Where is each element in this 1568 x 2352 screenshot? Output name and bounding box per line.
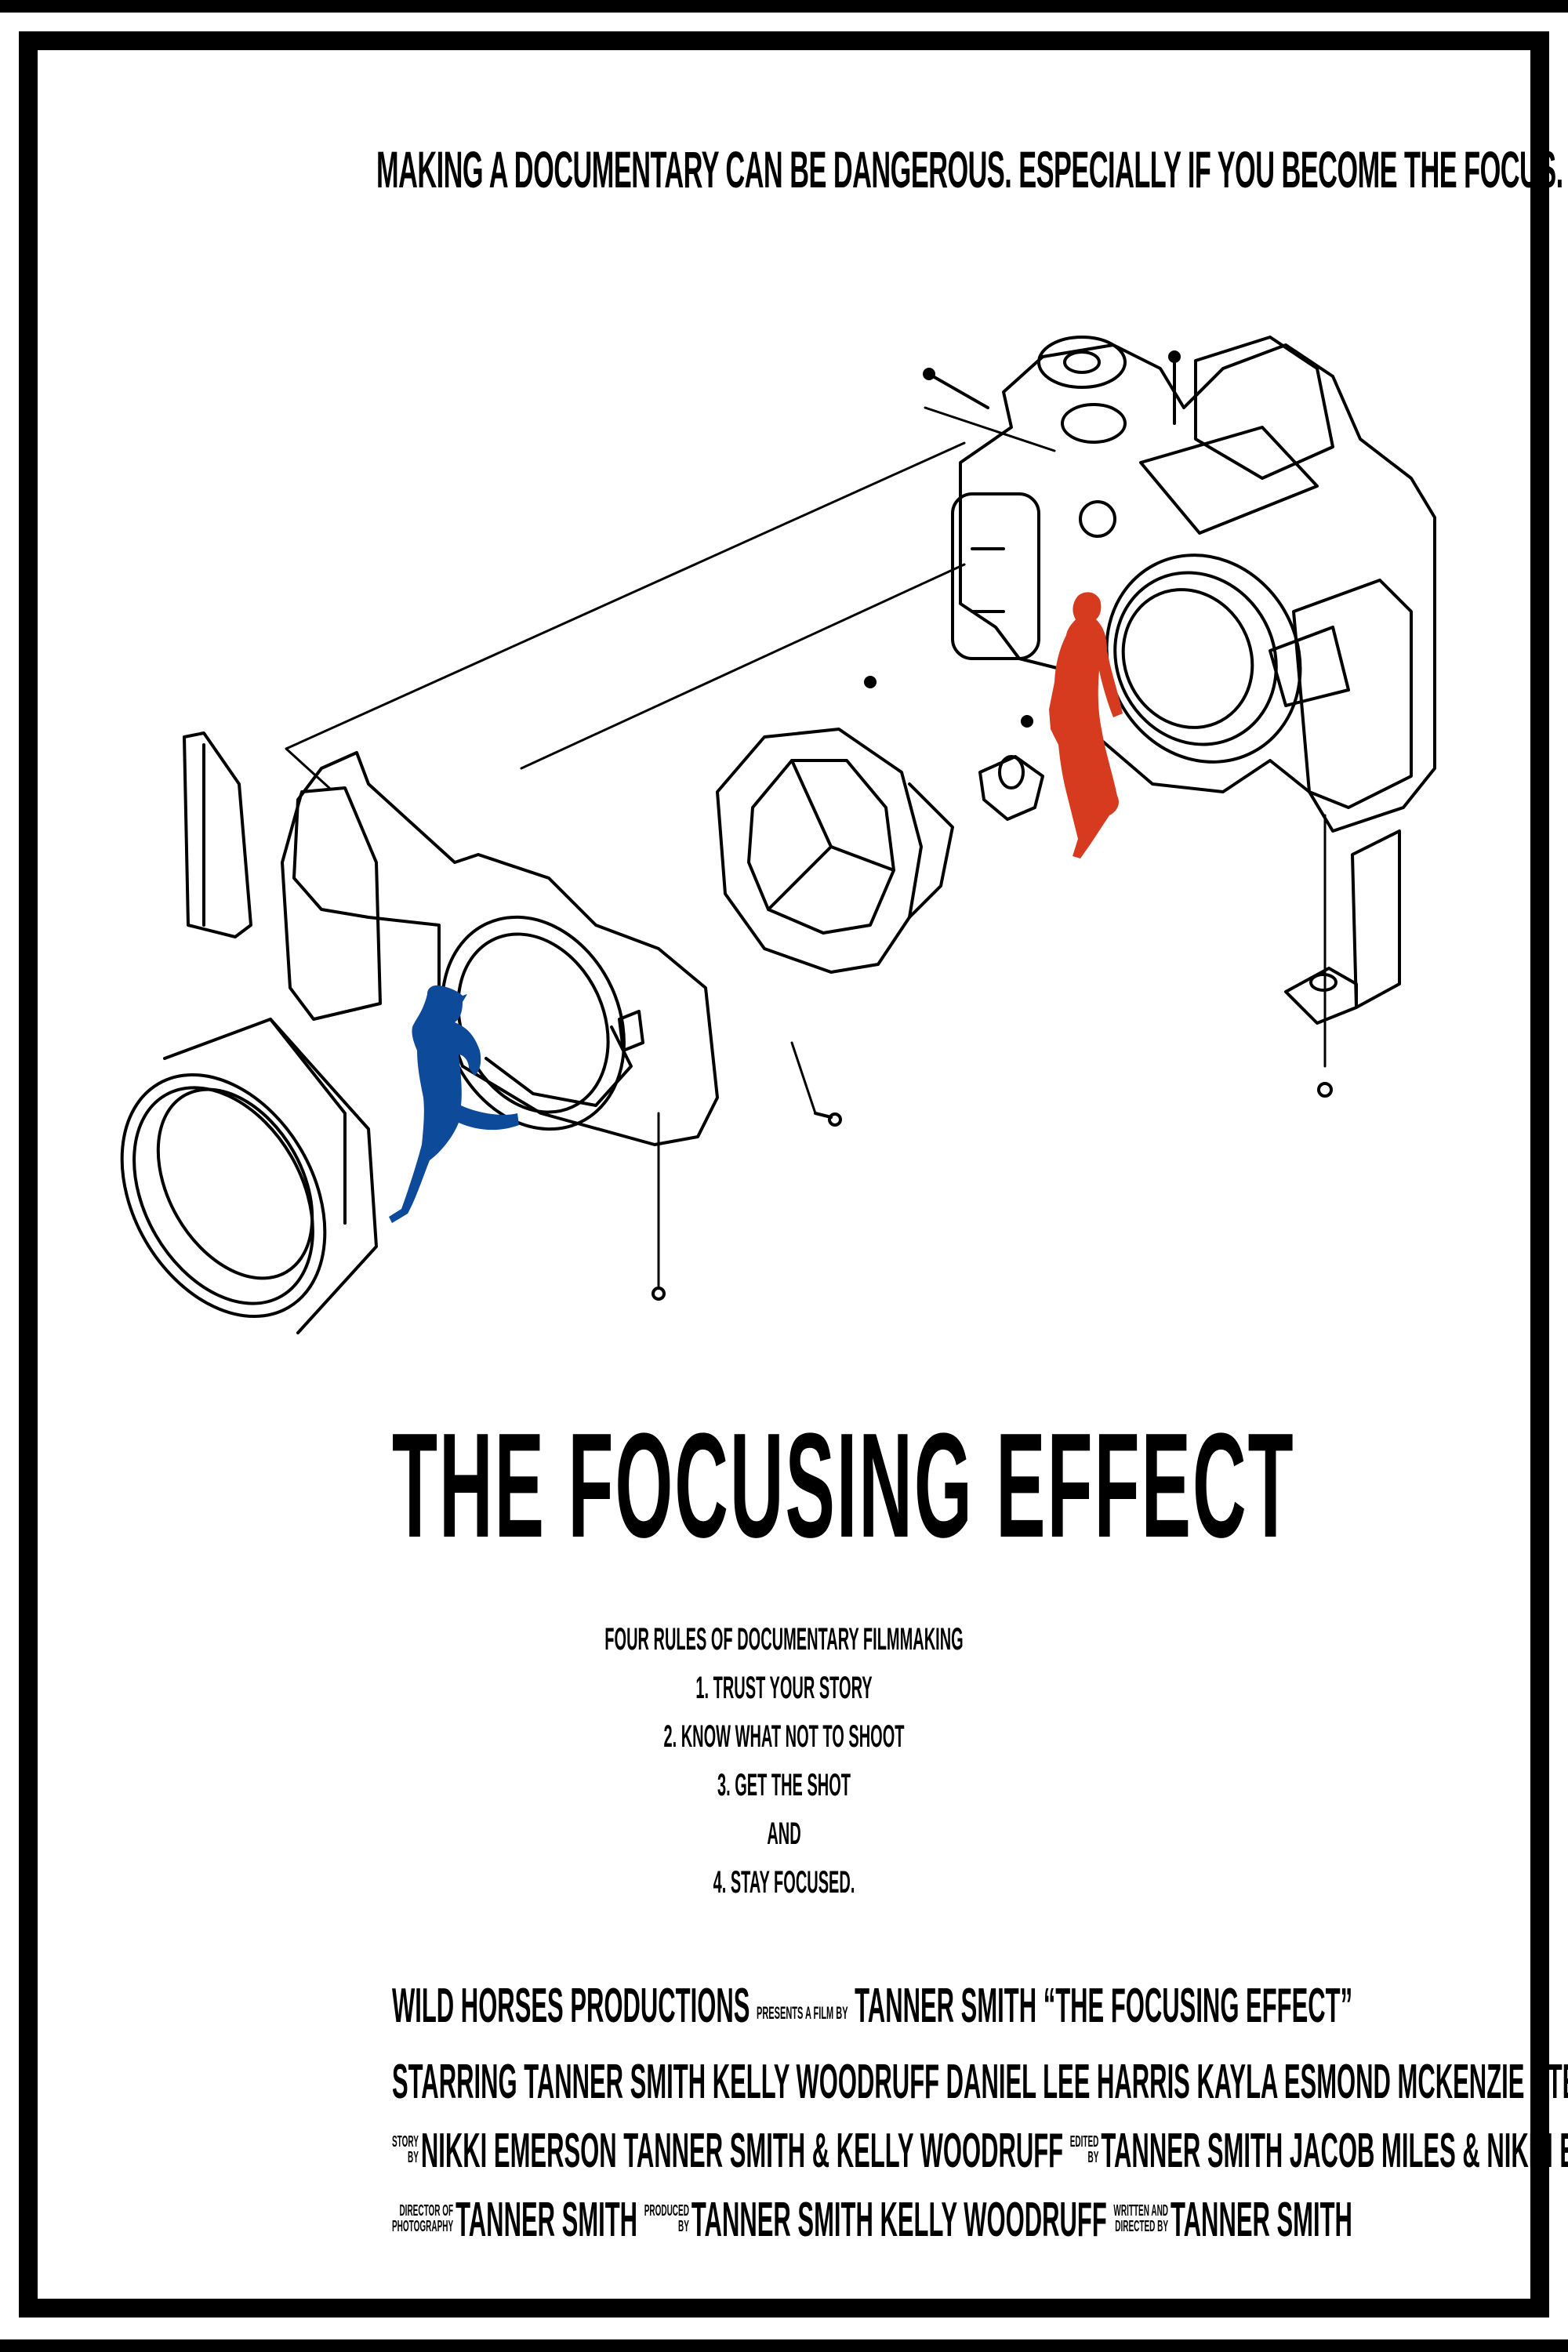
running-woman-silhouette bbox=[389, 985, 519, 1223]
title-quoted: “THE FOCUSING EFFECT” bbox=[1043, 1979, 1353, 2033]
film-title: THE FOCUSING EFFECT bbox=[392, 1403, 1295, 1569]
story-names: NIKKI EMERSON TANNER SMITH & KELLY WOODR… bbox=[420, 2124, 1064, 2178]
exploded-camera-illustration bbox=[120, 336, 1436, 1334]
director-name: TANNER SMITH bbox=[855, 1979, 1037, 2033]
presents-label: PRESENTS A FILM BY bbox=[757, 2003, 848, 2023]
writer-director-name: TANNER SMITH bbox=[1171, 2193, 1352, 2247]
front-chassis bbox=[292, 751, 719, 1146]
camera-body bbox=[951, 336, 1436, 833]
credit-line-starring: STARRING TANNER SMITH KELLY WOODRUFF DAN… bbox=[392, 2055, 1568, 2109]
producer-names: TANNER SMITH KELLY WOODRUFF bbox=[691, 2193, 1107, 2247]
rule-item: 3. GET THE SHOT bbox=[717, 1768, 851, 1802]
l-bracket bbox=[1284, 829, 1401, 1025]
edited-names: TANNER SMITH JACOB MILES & NIKKI EMERSON bbox=[1101, 2124, 1568, 2178]
top-black-bar bbox=[0, 0, 1568, 13]
walking-man-silhouette bbox=[1049, 592, 1123, 858]
bottom-black-bar bbox=[0, 2339, 1568, 2352]
dop-name: TANNER SMITH bbox=[456, 2193, 638, 2247]
rule-item: 4. STAY FOCUSED. bbox=[713, 1865, 855, 1900]
poster-frame bbox=[19, 31, 1549, 2318]
mirror-box bbox=[716, 728, 954, 974]
lens-ring bbox=[120, 1018, 378, 1334]
rules-block: FOUR RULES OF DOCUMENTARY FILMMAKING 1. … bbox=[0, 1615, 1568, 1907]
rule-item: 2. KNOW WHAT NOT TO SHOOT bbox=[663, 1719, 905, 1754]
rule-connector: AND bbox=[767, 1817, 801, 1851]
rules-heading: FOUR RULES OF DOCUMENTARY FILMMAKING bbox=[604, 1622, 964, 1657]
credit-line-presents: WILD HORSES PRODUCTIONS PRESENTS A FILM … bbox=[392, 1972, 1352, 2048]
production-company: WILD HORSES PRODUCTIONS bbox=[392, 1979, 750, 2033]
billing-block: WILD HORSES PRODUCTIONS PRESENTS A FILM … bbox=[0, 1972, 1568, 2255]
rule-item: 1. TRUST YOUR STORY bbox=[695, 1671, 873, 1705]
